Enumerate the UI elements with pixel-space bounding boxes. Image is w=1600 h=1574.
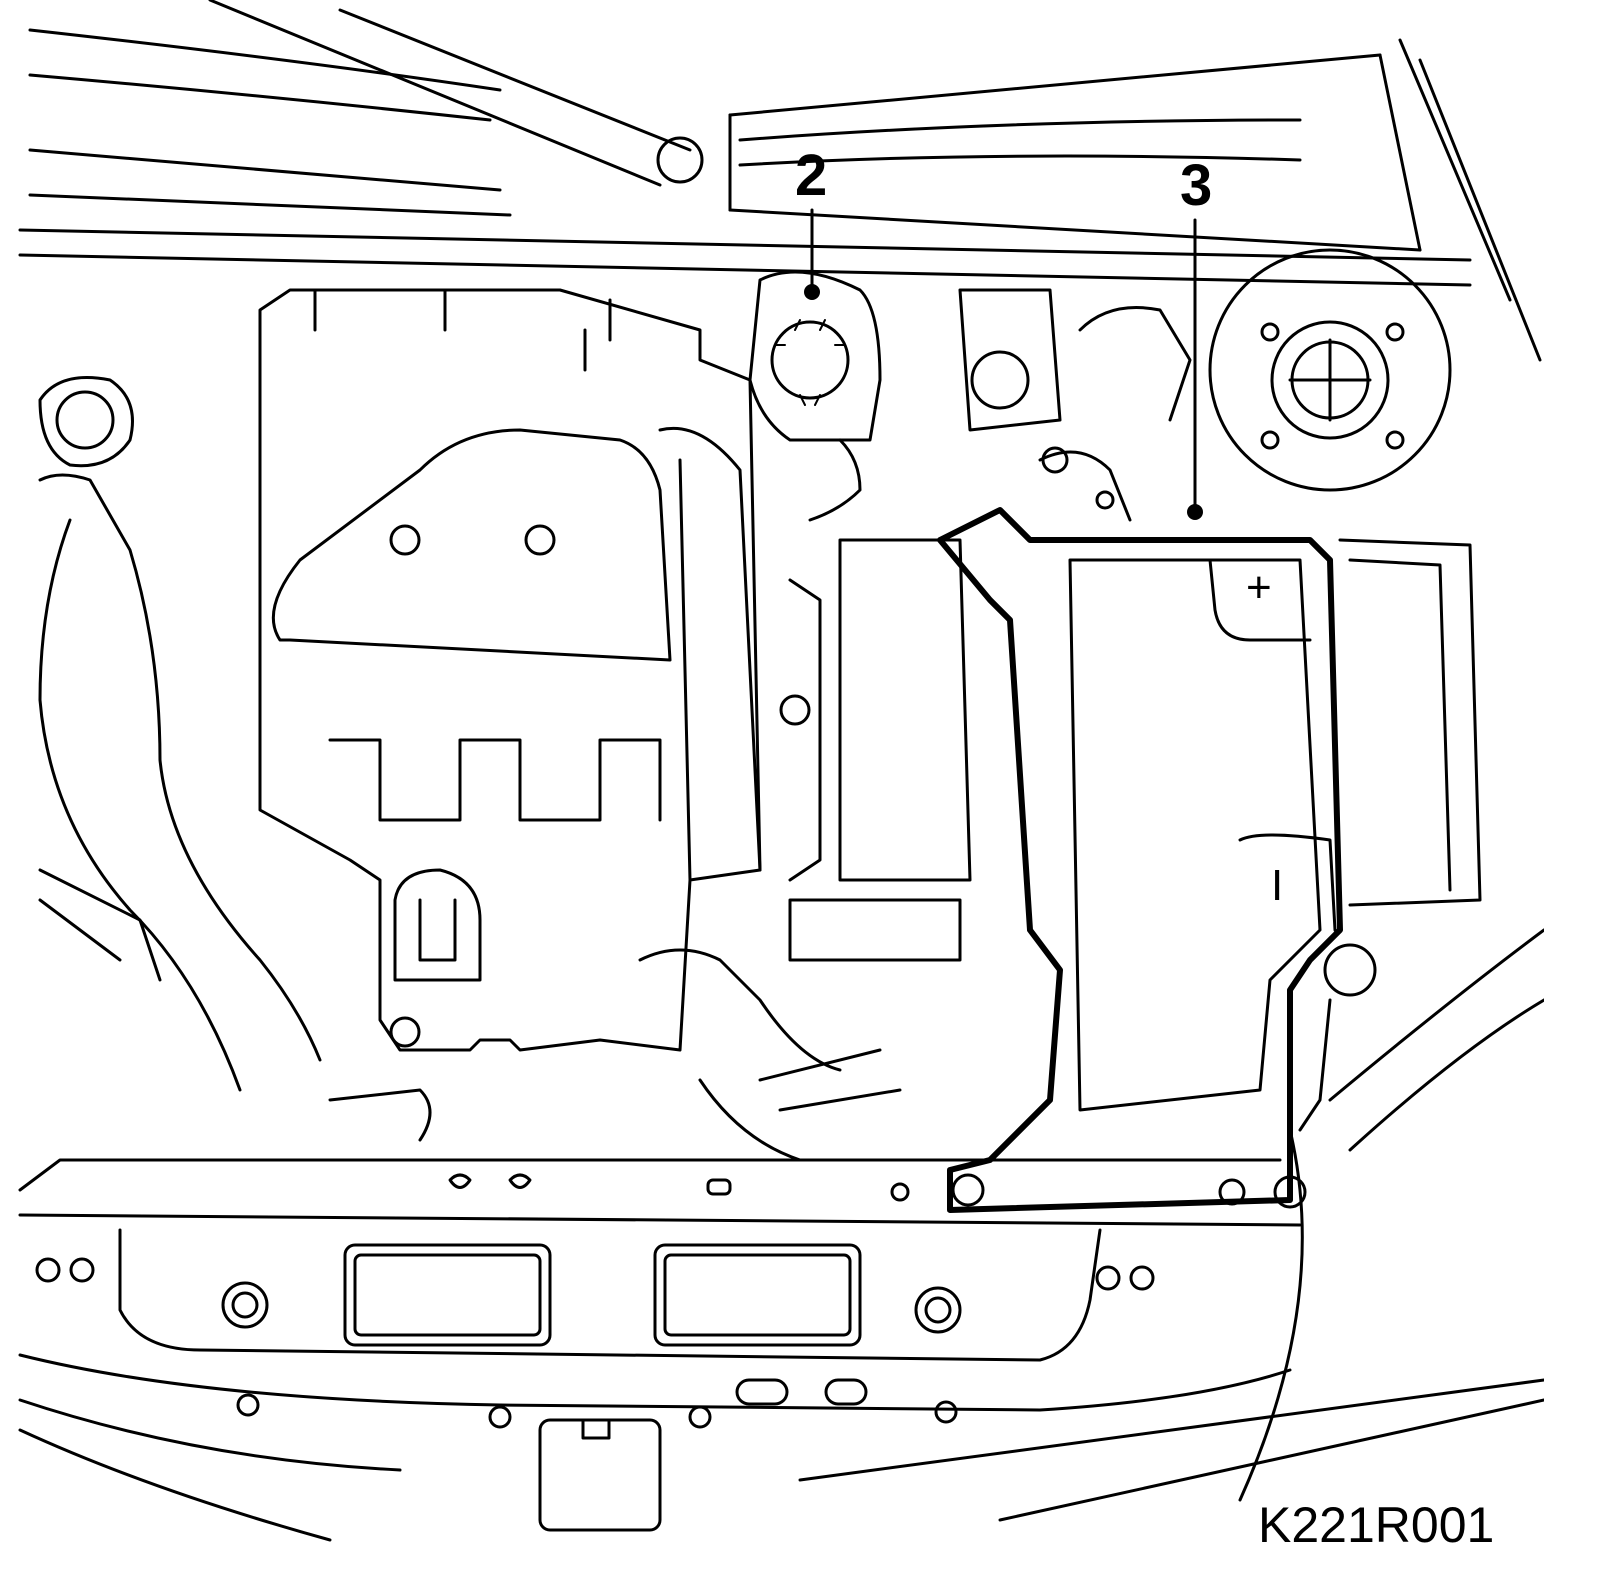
battery-positive-mark: + bbox=[1246, 563, 1272, 612]
battery: + I bbox=[937, 507, 1482, 1213]
air-filter-housing bbox=[779, 538, 972, 962]
right-strut-mount bbox=[1208, 248, 1452, 492]
engine-cover bbox=[258, 288, 762, 1052]
battery-negative-mark: I bbox=[1271, 861, 1283, 910]
coolant-reservoir bbox=[748, 270, 882, 522]
callout-2-number: 2 bbox=[795, 143, 827, 208]
front-bumper bbox=[18, 928, 1544, 1542]
front-cross-member bbox=[18, 1158, 1302, 1362]
wiper-pivot bbox=[656, 136, 704, 184]
cowl-panel bbox=[18, 0, 1542, 362]
engine-bay-line-drawing: + I bbox=[18, 0, 1544, 1553]
intake-hose bbox=[38, 426, 762, 1092]
callout-3: 3 bbox=[1180, 153, 1212, 520]
figure-code: K221R001 bbox=[1258, 1497, 1494, 1553]
lower-hoses bbox=[38, 868, 1377, 1162]
left-strut-mount bbox=[38, 376, 134, 468]
coolant-reservoir-cap bbox=[770, 320, 850, 400]
brake-lines bbox=[958, 288, 1192, 522]
callout-3-number: 3 bbox=[1180, 153, 1212, 218]
callout-2: 2 bbox=[795, 143, 827, 300]
